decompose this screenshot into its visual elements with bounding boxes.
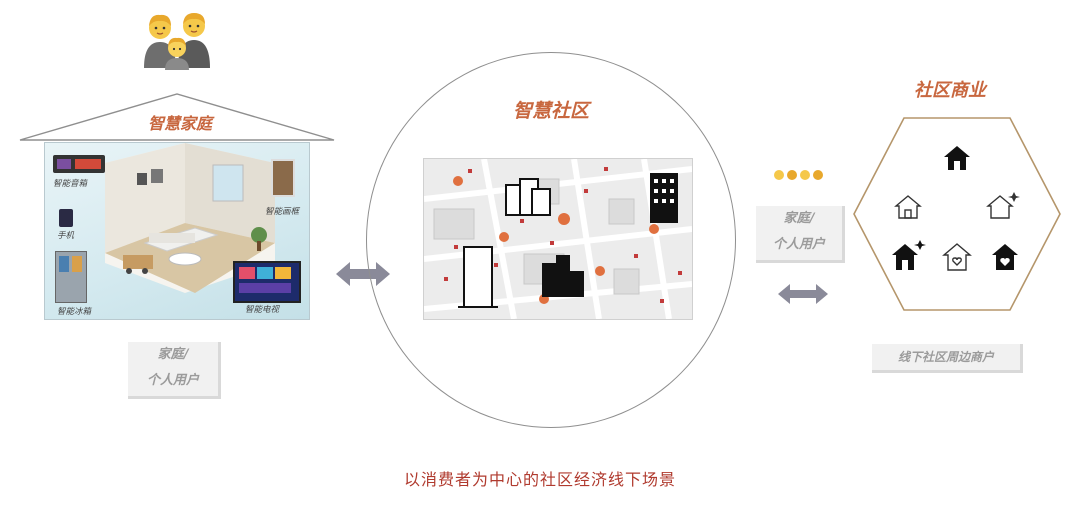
business-hexagon	[853, 117, 1061, 311]
home-user-box-line1: 家庭/	[157, 347, 189, 362]
phone-label: 手机	[57, 231, 75, 241]
community-map-image	[423, 158, 693, 320]
house-icon	[942, 243, 972, 271]
smart-fridge-image	[55, 251, 87, 303]
smart-speaker-label: 智能音箱	[53, 179, 88, 189]
community-business-title: 社区商业	[914, 80, 986, 101]
smart-home-room-image: 智能音箱 手机 智能冰箱 智能画框 智能电视	[44, 142, 310, 320]
house-icon	[992, 244, 1018, 270]
home-user-box-line2: 个人用户	[146, 373, 199, 388]
community-user-box: 家庭/ 个人用户	[756, 206, 845, 263]
building-icon	[458, 173, 678, 308]
house-icon	[986, 192, 1020, 219]
house-roof	[19, 93, 335, 141]
house-icon	[944, 146, 970, 170]
community-user-box-line1: 家庭/	[783, 211, 815, 226]
diagram-caption: 以消费者为中心的社区经济线下场景	[403, 470, 676, 489]
home-user-box: 家庭/ 个人用户	[128, 342, 221, 399]
house-icon	[892, 240, 926, 270]
smart-community-title: 智慧社区	[512, 100, 589, 122]
community-user-box-line2: 个人用户	[772, 237, 825, 252]
smart-fridge-label: 智能冰箱	[57, 307, 92, 317]
smart-home-title: 智慧家庭	[147, 114, 212, 133]
smart-frame-image	[271, 159, 295, 197]
house-icon	[894, 195, 922, 219]
smart-speaker-image	[53, 155, 105, 173]
smart-frame-label: 智能画框	[265, 207, 300, 217]
merchant-box: 线下社区周边商户	[872, 344, 1023, 373]
community-circle	[366, 52, 736, 428]
family-emoji-icon	[144, 13, 210, 70]
double-arrow-icon	[778, 284, 828, 304]
smart-tv-label: 智能电视	[245, 305, 280, 315]
phone-image	[59, 209, 73, 227]
smart-tv-image	[233, 261, 301, 303]
people-icon	[774, 170, 823, 180]
